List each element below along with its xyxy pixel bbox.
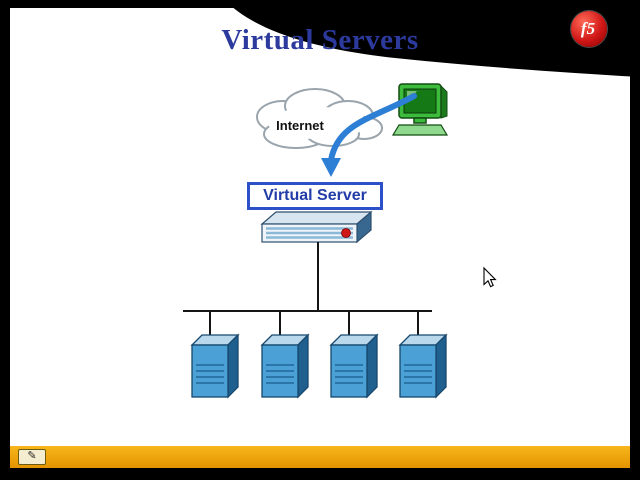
server-ridges bbox=[335, 364, 363, 384]
network-lines bbox=[183, 242, 432, 340]
monitor-stand bbox=[413, 117, 427, 124]
server-ridges bbox=[196, 364, 224, 384]
virtual-server-label: Virtual Server bbox=[263, 187, 367, 204]
bottom-bar: ✎ bbox=[10, 446, 630, 468]
pen-annotation-icon[interactable]: ✎ bbox=[18, 449, 46, 465]
arrow-curve bbox=[328, 93, 417, 163]
server-tower-icon bbox=[398, 333, 448, 399]
server-tower-icon bbox=[260, 333, 310, 399]
workstation-icon bbox=[391, 83, 449, 136]
traffic-arrow-icon bbox=[321, 93, 417, 177]
keyboard bbox=[391, 124, 449, 136]
server-tower-icon bbox=[190, 333, 240, 399]
virtual-server-box: Virtual Server bbox=[247, 182, 383, 210]
f5-logo-icon: f5 bbox=[571, 11, 607, 47]
f5-logo-text: f5 bbox=[580, 19, 596, 38]
top-swoosh-shape bbox=[225, 0, 640, 77]
cloud-body bbox=[268, 107, 368, 139]
internet-label: Internet bbox=[276, 118, 324, 133]
appliance-top-face bbox=[260, 211, 373, 225]
server-ridges bbox=[266, 364, 294, 384]
appliance-f5-ball bbox=[341, 228, 351, 238]
monitor-side bbox=[440, 84, 448, 119]
bigip-appliance-icon bbox=[260, 210, 373, 244]
arrow-head bbox=[321, 158, 341, 177]
slide-title: Virtual Servers bbox=[221, 24, 419, 56]
server-tower-icon bbox=[329, 333, 379, 399]
server-ridges bbox=[404, 364, 432, 384]
